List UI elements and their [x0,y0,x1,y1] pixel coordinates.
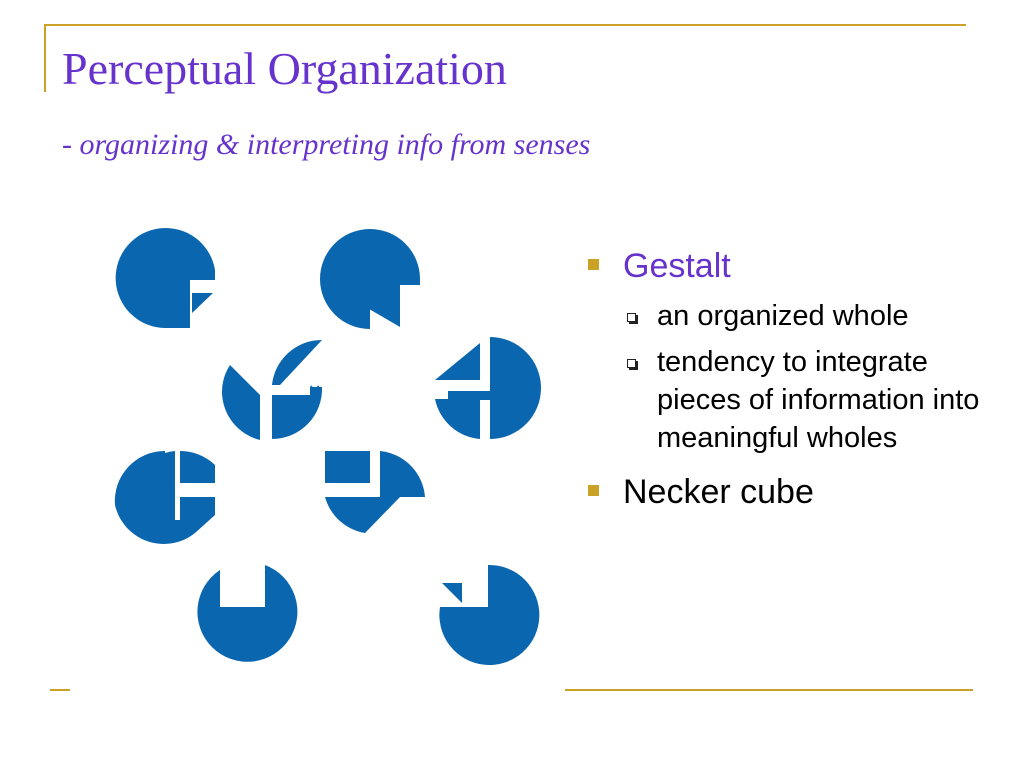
frame-left-line [44,24,46,92]
disc-middle-left [272,339,322,385]
figure-close-glyph: × [308,380,321,399]
subtitle-dash: - [62,128,72,161]
frame-bottom-right-line [565,689,973,691]
disc-bottom-left [165,451,175,520]
bullet-necker-cube: Necker cube [585,469,1005,515]
bullet-gestalt-label: Gestalt [623,247,731,285]
disc-lower-left [197,565,298,662]
disc-middle-right [448,337,541,439]
necker-cube-illusion-figure: × [114,228,541,665]
bullet-list: Gestalt an organized whole tendency to i… [585,243,1005,523]
sub-bullet-text: tendency to integrate pieces of informat… [657,346,980,454]
bullet-square-icon [588,259,599,270]
hollow-square-icon [627,359,636,368]
sub-bullet-text: an organized whole [657,300,909,332]
bullet-square-icon [588,485,599,496]
sub-bullet-organized-whole: an organized whole [585,297,1005,335]
subtitle-text: organizing & interpreting info from sens… [79,128,591,161]
disc-top-right-chip [378,293,396,311]
hollow-square-icon [627,313,636,322]
sub-bullet-tendency: tendency to integrate pieces of informat… [585,343,1005,457]
disc-top-left [115,228,215,328]
bullet-necker-cube-label: Necker cube [623,473,814,511]
frame-top-line [44,24,966,26]
disc-bottom-center [325,451,370,483]
disc-top-right [320,229,420,329]
disc-lower-right [439,564,540,665]
disc-top-left-chip [192,293,213,313]
slide-subtitle: - organizing & interpreting info from se… [62,128,590,162]
slide-title: Perceptual Organization [62,43,507,94]
frame-bottom-left-line [50,689,70,691]
bullet-gestalt: Gestalt [585,243,1005,289]
